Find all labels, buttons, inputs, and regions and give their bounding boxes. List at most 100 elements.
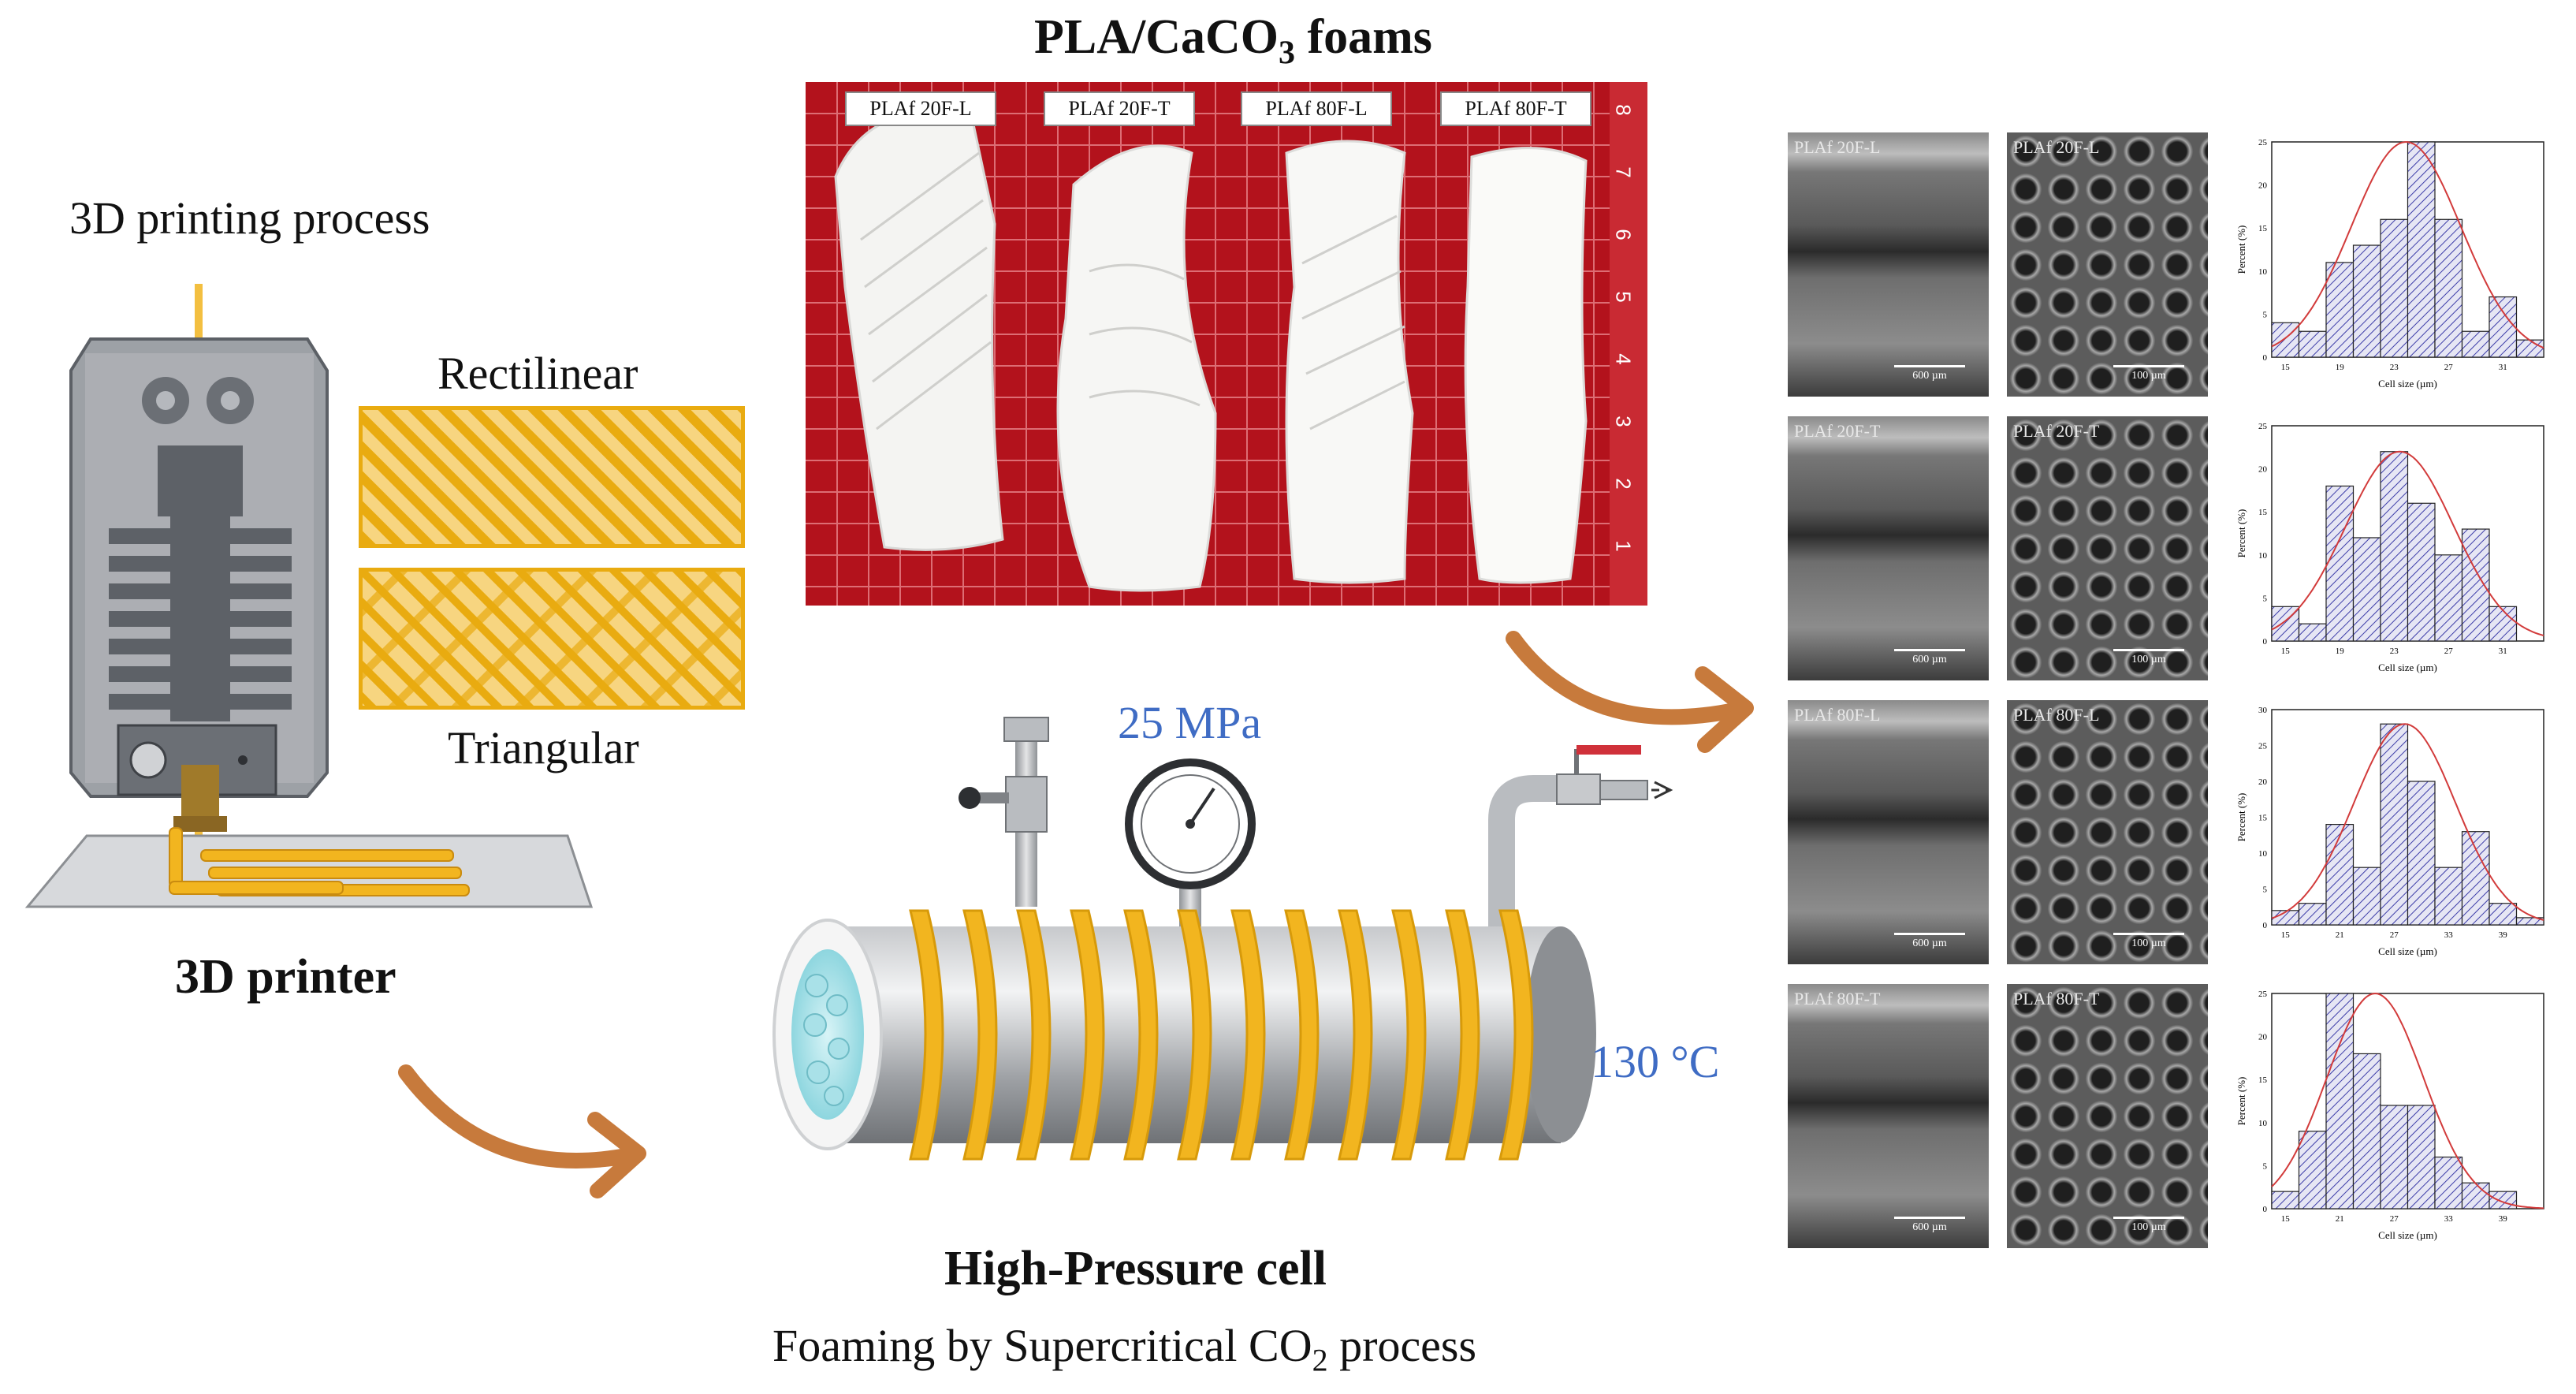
rectilinear-label: Rectilinear — [437, 348, 638, 399]
gear-right-icon — [207, 377, 254, 424]
scale-bar-label: 100 µm — [2131, 654, 2166, 665]
ruler-tick-label: 2 — [1611, 478, 1636, 490]
y-tick-label: 10 — [2258, 551, 2268, 561]
fit-curve — [2271, 141, 2544, 349]
histogram-bar — [2434, 867, 2463, 926]
histogram-bar — [2489, 606, 2518, 642]
histogram-bar — [2325, 824, 2355, 926]
fit-curve — [2271, 992, 2544, 1210]
x-tick-label: 39 — [2499, 1214, 2508, 1224]
heating-band — [1338, 909, 1373, 1161]
scale-bar: 600 µm — [1894, 933, 1965, 950]
x-tick-label: 31 — [2499, 647, 2507, 656]
heating-band — [1177, 909, 1212, 1161]
histogram-bar — [2489, 1191, 2518, 1210]
histogram-bar — [2380, 451, 2409, 642]
scale-bar: 100 µm — [2113, 933, 2184, 950]
printer-label: 3D printer — [175, 950, 396, 1004]
x-tick-label: 27 — [2390, 930, 2399, 940]
y-tick-label: 15 — [2258, 814, 2268, 823]
x-tick-label: 21 — [2336, 930, 2344, 940]
y-tick-label: 0 — [2263, 637, 2268, 647]
x-tick-label: 15 — [2281, 930, 2291, 940]
sample-label: PLAf 80F-L — [1241, 91, 1392, 126]
scale-bar-label: 600 µm — [1912, 1221, 1947, 1233]
sem-label: PLAf 80F-T — [2013, 989, 2100, 1008]
x-tick-label: 27 — [2444, 647, 2454, 656]
pressure-gauge-icon — [1125, 758, 1256, 942]
ruler-tick-label: 6 — [1611, 229, 1636, 240]
x-axis-label: Cell size (µm) — [2378, 1229, 2437, 1241]
histogram-bar — [2434, 554, 2463, 642]
histogram-bar — [2325, 993, 2355, 1210]
heating-band — [1284, 909, 1320, 1161]
histogram-bar — [2298, 903, 2327, 926]
histogram-bar — [2461, 330, 2490, 358]
scale-bar-label: 100 µm — [2131, 937, 2166, 949]
histogram-bar — [2515, 339, 2544, 358]
y-tick-label: 5 — [2263, 310, 2268, 319]
heating-band — [1016, 909, 1052, 1161]
foams-title: PLA/CaCO3 foams — [1034, 13, 1432, 69]
y-tick-label: 10 — [2258, 1119, 2268, 1128]
ruler-tick-label: 7 — [1611, 166, 1636, 178]
scale-bar-label: 600 µm — [1912, 370, 1947, 382]
scale-bar: 100 µm — [2113, 365, 2184, 382]
y-axis-label: Percent (%) — [2235, 509, 2247, 558]
foams-grid — [806, 82, 1647, 606]
y-tick-label: 25 — [2258, 742, 2268, 751]
foam-strip-80f-t — [1464, 147, 1588, 584]
histogram-bar — [2407, 502, 2436, 642]
x-tick-label: 19 — [2336, 647, 2345, 656]
heating-band — [1123, 909, 1159, 1161]
y-tick-label: 5 — [2263, 885, 2268, 895]
heating-band — [1230, 909, 1266, 1161]
histogram-bar — [2352, 1053, 2381, 1210]
high-pressure-cell — [772, 717, 1671, 1161]
sem-cross-section-image: PLAf 20F-L 600 µm — [1788, 132, 1989, 397]
fit-curve — [2271, 723, 2544, 921]
x-tick-label: 15 — [2281, 1214, 2291, 1224]
histogram-bar — [2271, 322, 2300, 358]
histogram-bar — [2461, 528, 2490, 642]
histogram-bar — [2298, 1131, 2327, 1210]
cell-label: High-Pressure cell — [944, 1242, 1327, 1295]
histogram-bar — [2271, 1191, 2300, 1210]
histogram-bar — [2298, 623, 2327, 642]
heating-band — [962, 909, 998, 1161]
scale-bar-label: 600 µm — [1912, 937, 1947, 949]
x-tick-label: 15 — [2281, 363, 2291, 372]
sample-label: PLAf 80F-T — [1440, 91, 1591, 126]
ruler-tick-label: 4 — [1611, 353, 1636, 365]
outlet-arrow-head-icon — [1654, 781, 1673, 800]
heating-band — [1445, 909, 1480, 1161]
scale-bar: 100 µm — [2113, 1217, 2184, 1234]
sample-label: PLAf 20F-T — [1044, 91, 1195, 126]
x-tick-label: 23 — [2390, 363, 2399, 372]
histogram-bar — [2434, 218, 2463, 358]
sem-label: PLAf 20F-L — [1794, 137, 1881, 157]
y-tick-label: 25 — [2258, 990, 2268, 999]
x-tick-label: 21 — [2336, 1214, 2344, 1224]
printing-process-label: 3D printing process — [69, 192, 430, 244]
printer-illustration — [24, 284, 594, 908]
foams-title-sub: 3 — [1279, 35, 1295, 72]
foaming-label: Foaming by Supercritical CO2 process — [772, 1323, 1476, 1377]
histogram-bar — [2434, 1156, 2463, 1210]
y-tick-label: 0 — [2263, 1205, 2268, 1214]
ruler-tick-label: 8 — [1611, 104, 1636, 116]
y-tick-label: 20 — [2258, 465, 2268, 475]
y-tick-label: 15 — [2258, 224, 2268, 233]
scale-bar: 600 µm — [1894, 649, 1965, 666]
histogram-bar — [2380, 723, 2409, 926]
foaming-label-end: process — [1327, 1320, 1477, 1371]
